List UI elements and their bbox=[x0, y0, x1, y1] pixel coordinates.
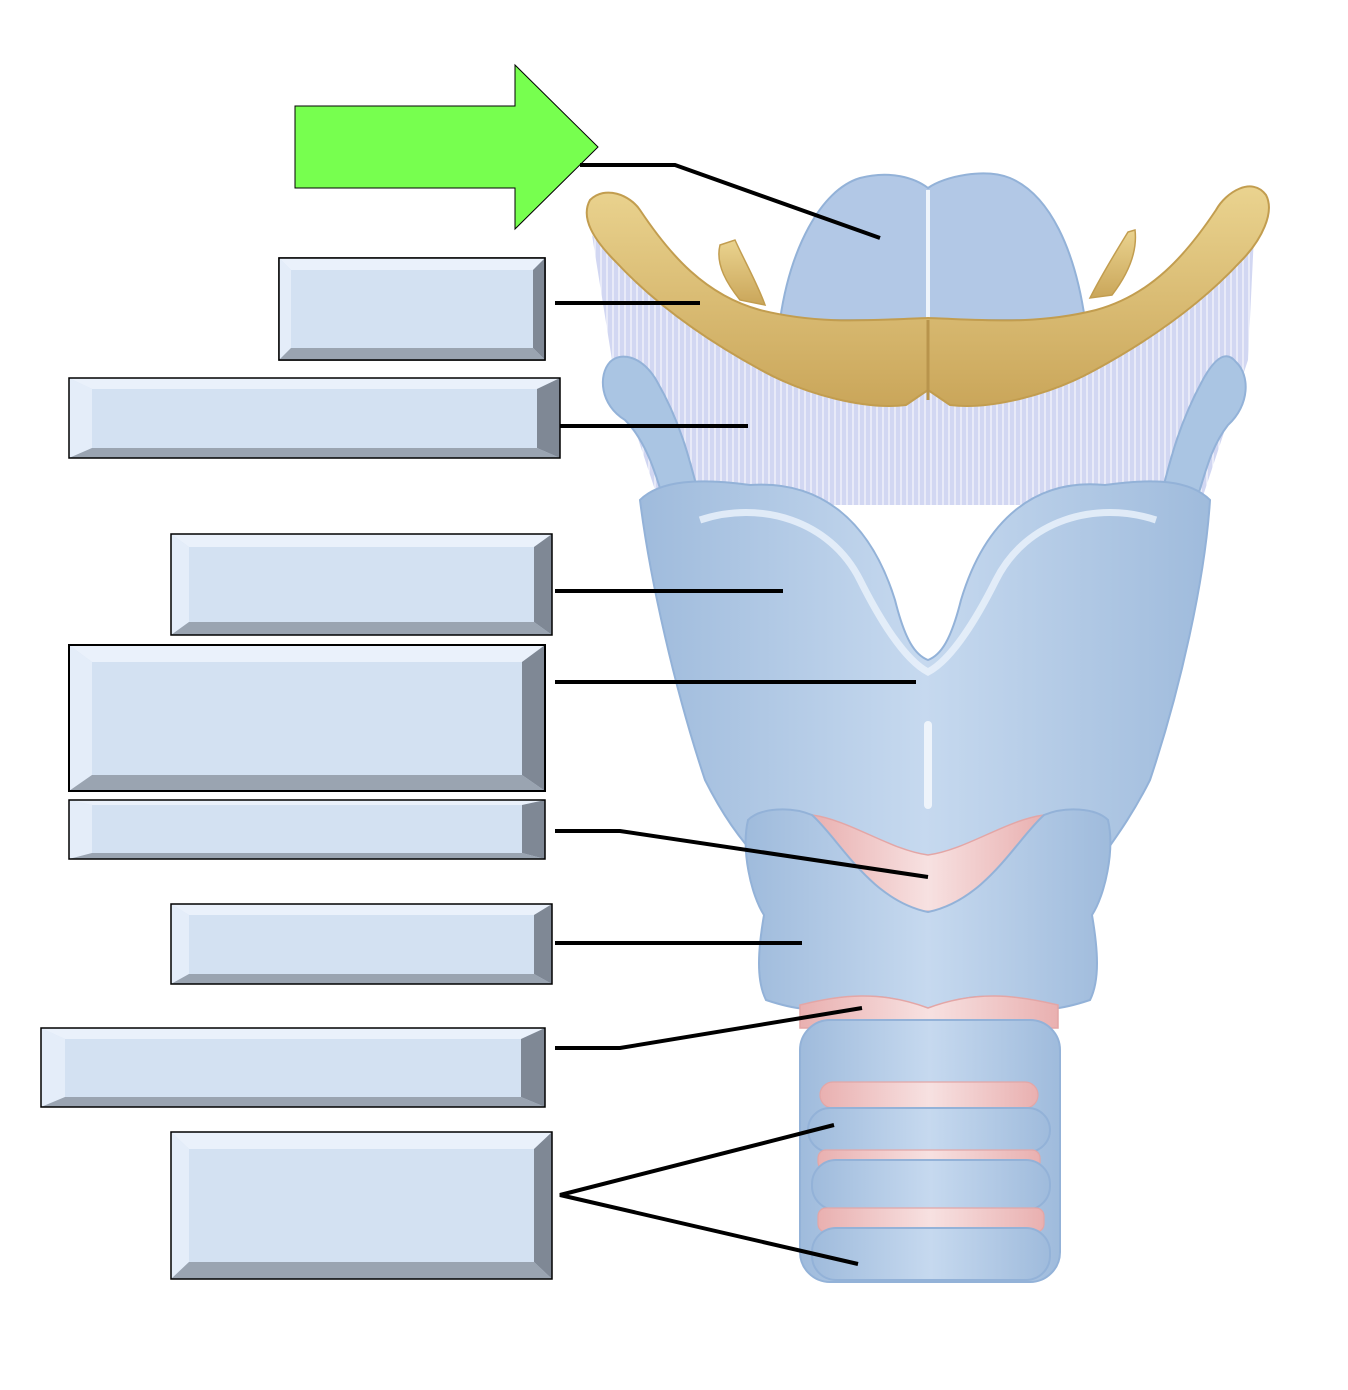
label-boxes bbox=[40, 257, 561, 1280]
label-box-hyoid-bone[interactable] bbox=[278, 257, 546, 361]
trachea bbox=[799, 1019, 1061, 1283]
leader-line-cricotracheal-ligament bbox=[555, 1006, 863, 1050]
label-box-thyroid-cartilage[interactable] bbox=[170, 533, 553, 636]
leader-lines bbox=[555, 163, 929, 1266]
label-box-cricotracheal-ligament[interactable] bbox=[40, 1027, 546, 1108]
tracheal-cartilage-ring-2 bbox=[811, 1159, 1051, 1211]
label-box-cricothyroid-ligament[interactable] bbox=[68, 799, 546, 860]
label-box-laryngeal-prominence[interactable] bbox=[68, 644, 546, 792]
tracheal-ring-gap-1 bbox=[819, 1081, 1039, 1109]
leader-line-epiglottis bbox=[580, 163, 881, 240]
leader-line-tracheal-cartilages bbox=[559, 1123, 859, 1266]
hyoid-bone bbox=[585, 185, 1270, 407]
epiglottis bbox=[778, 172, 1087, 321]
tracheal-cartilage-ring-3 bbox=[811, 1227, 1051, 1281]
label-box-thyrohyoid-membrane[interactable] bbox=[68, 377, 561, 459]
green-pointer-arrow bbox=[294, 63, 599, 231]
cricoid-cartilage bbox=[744, 808, 1112, 1012]
leader-line-cricothyroid-ligament bbox=[555, 829, 929, 879]
tracheal-cartilage-ring-1 bbox=[807, 1107, 1051, 1153]
larynx-illustration bbox=[585, 172, 1270, 1283]
label-box-tracheal-cartilages[interactable] bbox=[170, 1131, 553, 1280]
label-box-cricoid-cartilage[interactable] bbox=[170, 903, 553, 985]
